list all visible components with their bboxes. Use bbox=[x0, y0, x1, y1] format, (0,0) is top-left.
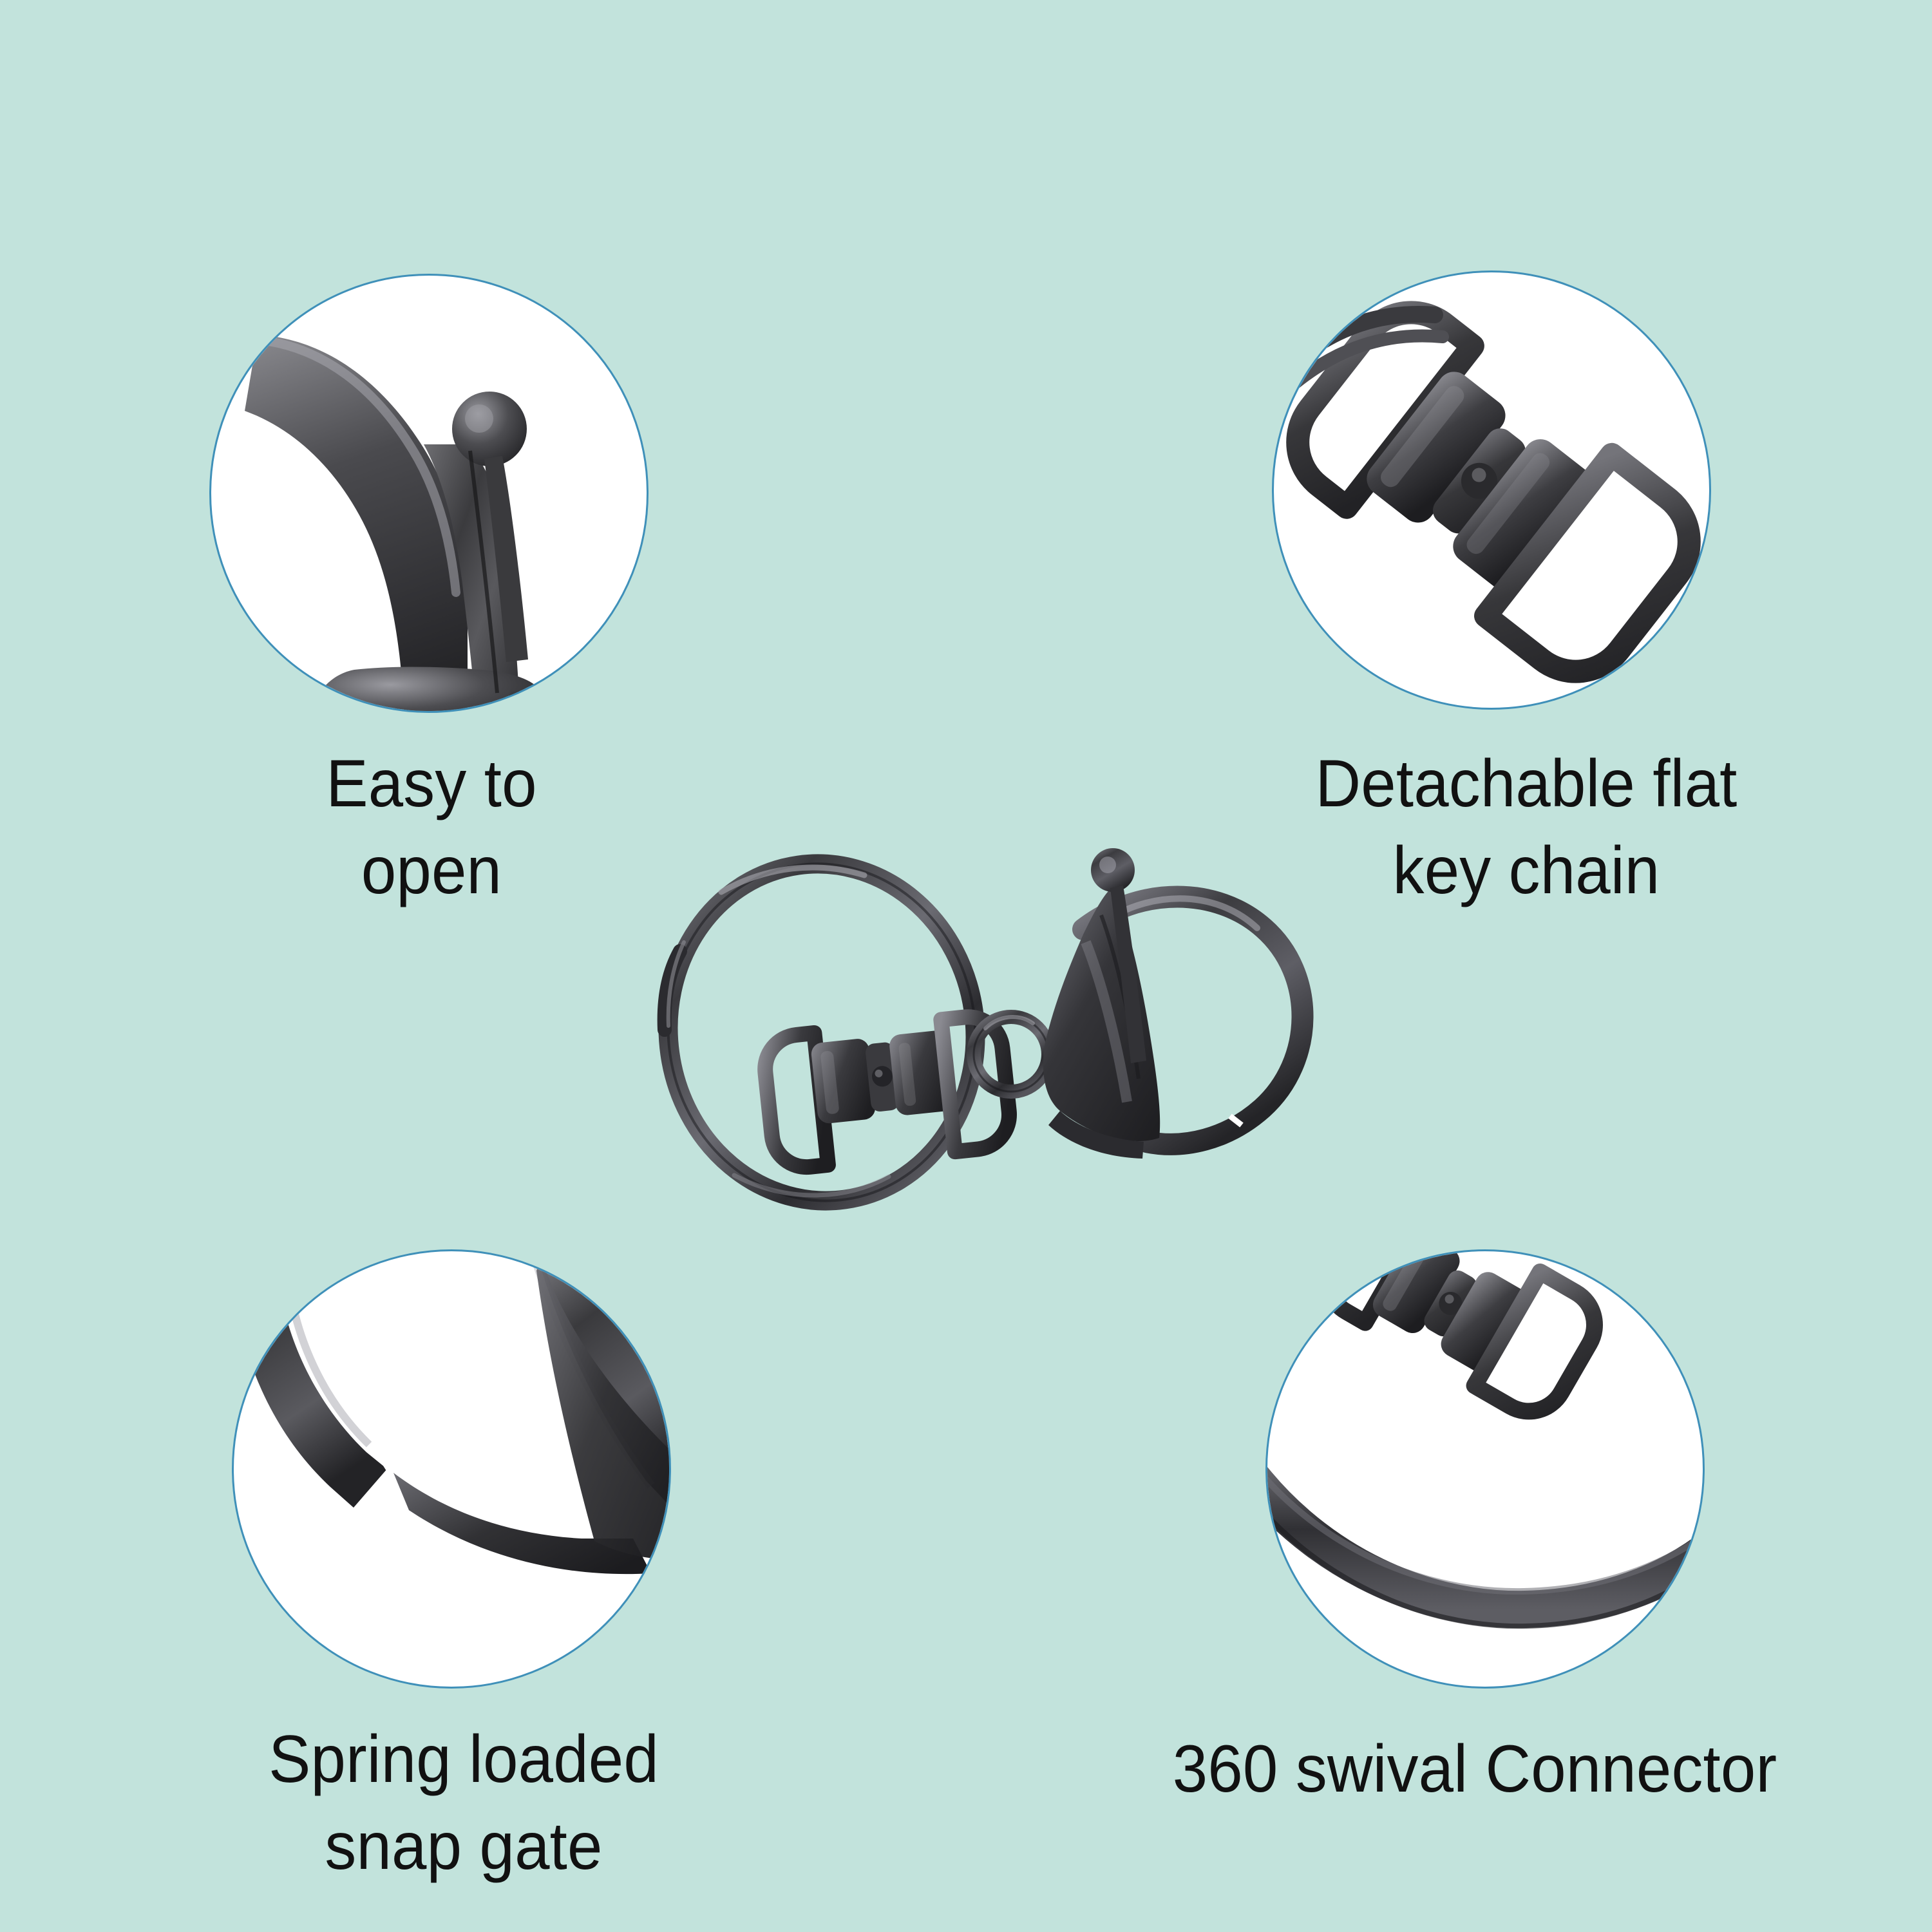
swivel-connector-icon bbox=[1274, 301, 1701, 683]
feature-image-circle-snap-gate bbox=[232, 1249, 671, 1689]
snap-gate-icon bbox=[234, 1251, 669, 1575]
feature-caption-snap-gate: Spring loaded snap gate bbox=[269, 1722, 659, 1884]
feature-caption-detachable-key-chain: Detachable flat key chain bbox=[1315, 746, 1738, 909]
feature-image-circle-easy-to-open bbox=[209, 274, 649, 713]
feature-caption-easy-to-open: Easy to open bbox=[326, 746, 537, 909]
feature-image-circle-detachable-key-chain bbox=[1272, 270, 1711, 710]
feature-caption-swival-connector: 360 swival Connector bbox=[1172, 1732, 1777, 1806]
feature-image-circle-swival-connector bbox=[1265, 1249, 1705, 1689]
swivel-on-ring-icon bbox=[1267, 1251, 1703, 1629]
lobster-clasp bbox=[1043, 848, 1314, 1159]
swivel-connector bbox=[757, 1009, 1017, 1175]
keychain-assembly-illustration bbox=[657, 848, 1314, 1211]
clasp-thumb-lever-icon bbox=[245, 335, 559, 711]
product-hero-image bbox=[650, 808, 1352, 1246]
